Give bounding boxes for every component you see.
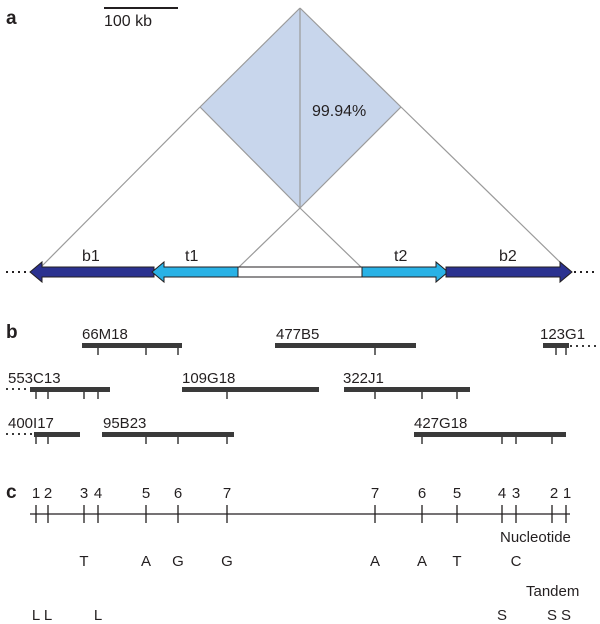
nucleotide-call: A <box>370 553 380 570</box>
panel-b-label: b <box>6 322 18 343</box>
tandem-call: S <box>497 607 507 624</box>
nucleotide-call: T <box>79 553 88 570</box>
marker-number: 1 <box>32 485 40 502</box>
tandem-call: L <box>94 607 102 624</box>
clone-95B23-label: 95B23 <box>103 415 146 432</box>
diamond-edge-sw <box>199 106 301 209</box>
clone-123G1-label: 123G1 <box>540 326 585 343</box>
scale-bar: 100 kb <box>104 7 178 30</box>
triangle-left-edge <box>39 106 201 269</box>
nucleotide-calls: T A G G A A T C <box>79 553 521 570</box>
tandem-row-label: Tandem <box>526 583 579 600</box>
segment-b2-label: b2 <box>499 248 517 265</box>
nucleotide-call: G <box>221 553 233 570</box>
clone-322J1-label: 322J1 <box>343 370 384 387</box>
marker-number: 3 <box>512 485 520 502</box>
marker-number: 7 <box>223 485 231 502</box>
marker-number: 4 <box>498 485 506 502</box>
clone-map <box>6 343 596 444</box>
tandem-call: S <box>561 607 571 624</box>
marker-number: 2 <box>44 485 52 502</box>
tandem-calls: L L L S S S <box>32 607 571 624</box>
clone-477B5-label: 477B5 <box>276 326 319 343</box>
nucleotide-call: A <box>141 553 151 570</box>
nucleotide-call: A <box>417 553 427 570</box>
marker-number: 3 <box>80 485 88 502</box>
tandem-call: S <box>547 607 557 624</box>
triangle-right-edge <box>400 106 567 269</box>
clone-477B5-bar <box>275 343 416 348</box>
nucleotide-row-label: Nucleotide <box>500 529 571 546</box>
marker-number: 6 <box>418 485 426 502</box>
diamond-edge-ne <box>299 7 402 108</box>
segment-track: b1 t1 t2 b2 <box>6 248 596 284</box>
marker-number: 5 <box>453 485 461 502</box>
nucleotide-call: G <box>172 553 184 570</box>
identity-percentage: 99.94% <box>312 103 366 120</box>
marker-number: 5 <box>142 485 150 502</box>
clone-553C13-label: 553C13 <box>8 370 61 387</box>
inner-triangle-left <box>237 207 301 269</box>
diamond-edge-nw <box>199 7 301 108</box>
tandem-call: L <box>44 607 52 624</box>
clone-322J1-bar <box>344 387 470 392</box>
marker-numbers: 1 2 3 4 5 6 7 7 6 5 4 3 2 1 <box>32 485 571 502</box>
panel-a-label: a <box>6 8 17 29</box>
tandem-call: L <box>32 607 40 624</box>
clone-66M18-label: 66M18 <box>82 326 128 343</box>
nucleotide-call: C <box>511 553 522 570</box>
clone-123G1-bar <box>543 343 569 348</box>
segment-t2-arrow <box>361 260 449 284</box>
inner-triangle-right <box>299 207 363 269</box>
scale-bar-label: 100 kb <box>104 13 152 30</box>
marker-number: 6 <box>174 485 182 502</box>
segment-b1-arrow <box>29 260 155 284</box>
diamond-edge-se <box>299 106 402 209</box>
segment-t1-label: t1 <box>185 248 198 265</box>
clone-427G18-label: 427G18 <box>414 415 467 432</box>
marker-number: 7 <box>371 485 379 502</box>
nucleotide-call: T <box>452 553 461 570</box>
clone-400I17-bar <box>34 432 80 437</box>
marker-number: 2 <box>550 485 558 502</box>
clone-109G18-label: 109G18 <box>182 370 235 387</box>
segment-b2-arrow <box>445 260 573 284</box>
panel-c-label: c <box>6 482 17 503</box>
clone-553C13-bar <box>30 387 110 392</box>
marker-line <box>30 505 570 523</box>
unique-spacer-block <box>237 266 363 278</box>
clone-400I17-label: 400I17 <box>8 415 54 432</box>
clone-109G18-bar <box>182 387 319 392</box>
segment-t2-label: t2 <box>394 248 407 265</box>
clone-427G18-bar <box>414 432 566 437</box>
segment-t1-arrow <box>151 260 239 284</box>
marker-number: 1 <box>563 485 571 502</box>
identity-dotplot: 99.94% <box>39 7 567 269</box>
clone-95B23-bar <box>102 432 234 437</box>
marker-number: 4 <box>94 485 102 502</box>
clone-66M18-bar <box>82 343 182 348</box>
clone-labels: 66M18 477B5 123G1 553C13 109G18 322J1 40… <box>8 326 585 432</box>
segment-b1-label: b1 <box>82 248 100 265</box>
